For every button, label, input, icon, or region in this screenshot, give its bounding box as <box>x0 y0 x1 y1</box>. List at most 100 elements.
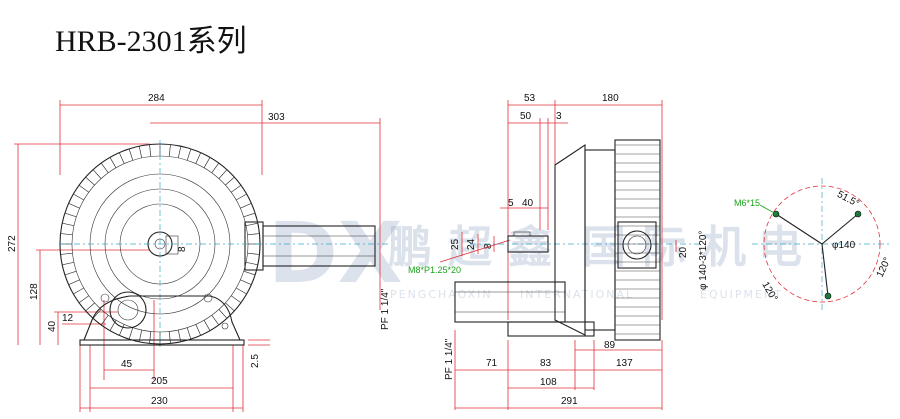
dim-8-key: 8 <box>177 246 188 252</box>
watermark-char-1: 鹏 <box>388 222 432 273</box>
watermark-en-left: PENGCHAOXIN <box>390 288 493 301</box>
fin-line <box>247 252 260 255</box>
fin-line <box>128 327 134 340</box>
fin-line <box>246 222 258 227</box>
dim-291: 291 <box>561 396 578 407</box>
fin-line <box>85 176 95 186</box>
fin-line <box>246 261 258 266</box>
dim-128: 128 <box>29 283 40 300</box>
fin-line <box>177 146 182 158</box>
fin-line <box>218 169 228 179</box>
fin-line <box>225 176 235 186</box>
fin-line <box>243 212 256 218</box>
dim-205: 205 <box>151 376 168 387</box>
watermark-en-right: EQUIPMENT <box>700 288 783 301</box>
dim-180: 180 <box>602 93 619 104</box>
dim-3: 3 <box>556 111 562 122</box>
fin-line <box>109 157 117 168</box>
dim-5: 5 <box>508 198 514 209</box>
dim-230: 230 <box>151 396 168 407</box>
fin-line <box>60 252 73 255</box>
page-title: HRB-2301系列 <box>55 25 247 58</box>
fin-line <box>186 327 192 340</box>
fin-line <box>100 162 109 174</box>
fin-line <box>211 314 220 326</box>
fin-line <box>92 169 102 179</box>
fin-line <box>62 222 74 227</box>
watermark-char-7: 电 <box>758 222 802 273</box>
fin-line <box>78 184 90 193</box>
dim-45: 45 <box>121 359 133 370</box>
dim-284: 284 <box>148 93 165 104</box>
dim-8-side: 8 <box>483 243 494 249</box>
fin-line <box>211 162 220 174</box>
fin-line <box>73 287 84 295</box>
dim-83: 83 <box>540 358 552 369</box>
phi-140-label: φ 140-3*120° <box>698 231 709 290</box>
angle-120-right: 120° <box>875 256 894 279</box>
dim-89: 89 <box>604 340 616 351</box>
fin-line <box>64 212 77 218</box>
front-view: 284 303 272 128 40 12 45 205 230 2.5 <box>7 93 391 412</box>
watermark-char-4: 国 <box>582 222 626 273</box>
fin-line <box>195 324 201 336</box>
fin-line <box>230 295 242 304</box>
fin-line <box>240 203 252 209</box>
watermark-char-5: 际 <box>642 222 686 273</box>
fin-line <box>100 314 109 326</box>
fin-line <box>225 302 235 312</box>
dim-108: 108 <box>540 377 557 388</box>
fin-line <box>243 270 256 276</box>
fin-line <box>240 279 252 285</box>
fin-line <box>60 233 73 236</box>
cooling-fins <box>60 144 260 344</box>
fin-line <box>149 331 152 344</box>
fin-line <box>168 144 171 157</box>
dim-25: 25 <box>450 238 461 250</box>
fin-line <box>236 193 247 201</box>
side-view: 53 180 50 3 5 40 25 24 8 M8*P1.25*20 20 … <box>408 93 709 410</box>
fin-line <box>64 270 77 276</box>
fin-line <box>68 279 80 285</box>
pf-inlet-label: PF 1 1/4" <box>444 338 455 380</box>
fin-line <box>119 324 125 336</box>
dim-303: 303 <box>268 112 285 123</box>
fin-line <box>73 193 84 201</box>
watermark-char-6: 机 <box>702 222 746 273</box>
dim-53: 53 <box>524 93 536 104</box>
fin-line <box>85 302 95 312</box>
fin-line <box>203 320 211 331</box>
dim-2-5: 2.5 <box>250 354 261 368</box>
fin-line <box>138 146 143 158</box>
fin-line <box>230 184 242 193</box>
watermark-char-3: 鑫 <box>508 222 552 273</box>
fin-line <box>247 233 260 236</box>
fin-line <box>68 203 80 209</box>
dim-20: 20 <box>678 246 689 258</box>
dim-272: 272 <box>7 235 18 252</box>
fin-line <box>218 309 228 319</box>
pf-outlet-label: PF 1 1/4" <box>380 288 391 330</box>
dim-71: 71 <box>486 358 498 369</box>
m6-callout: M6*15 <box>734 198 760 208</box>
watermark-logo: DX <box>268 204 403 302</box>
fin-line <box>186 148 192 161</box>
pcd-label: φ140 <box>832 240 856 251</box>
dim-40-shaft: 40 <box>522 198 534 209</box>
fin-line <box>203 157 211 168</box>
fin-line <box>149 144 152 157</box>
fin-line <box>128 148 134 161</box>
m8-callout: M8*P1.25*20 <box>408 265 461 275</box>
fin-line <box>168 331 171 344</box>
dim-137: 137 <box>616 358 633 369</box>
dim-40: 40 <box>47 320 58 332</box>
dim-12: 12 <box>62 313 74 324</box>
watermark-en-mid: INTERNATIONAL <box>520 288 634 301</box>
fin-line <box>236 287 247 295</box>
fin-line <box>92 309 102 319</box>
fin-line <box>78 295 90 304</box>
angle-51-5: 51.5° <box>835 189 861 210</box>
fin-line <box>195 152 201 164</box>
dim-50: 50 <box>520 111 532 122</box>
